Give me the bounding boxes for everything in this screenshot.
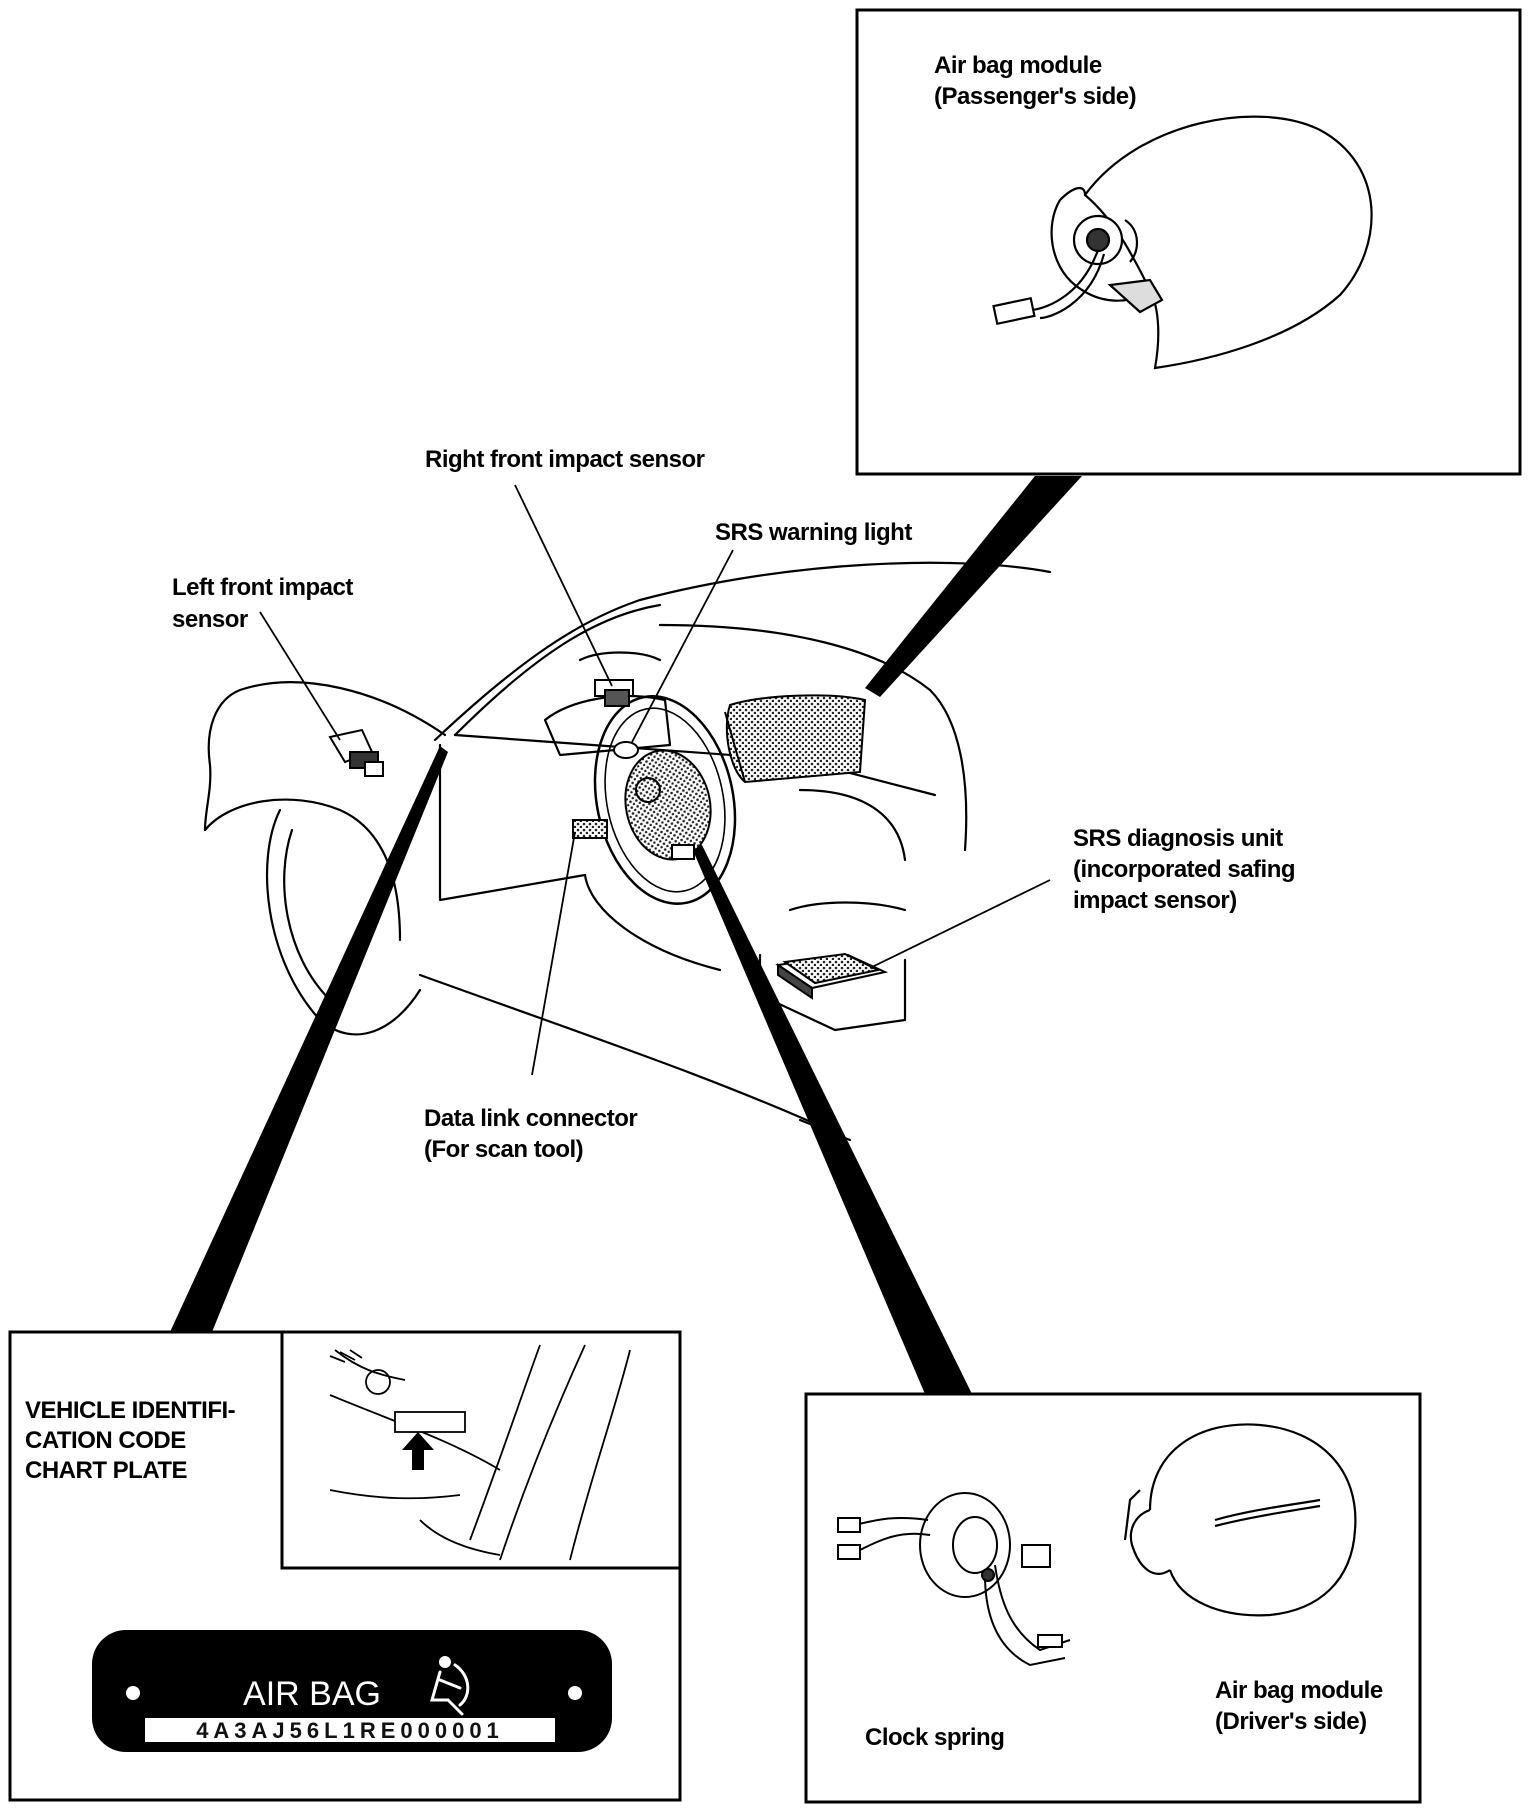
vin-location-drawing (329, 1344, 631, 1561)
label-srs-diagnosis-unit-line2: (incorporated safing (1073, 856, 1295, 883)
steering-wheel (593, 695, 737, 905)
label-vin-plate-line2: CATION CODE (25, 1427, 186, 1454)
label-srs-diagnosis-unit-line1: SRS diagnosis unit (1073, 825, 1283, 852)
callout-wedge-passenger (865, 476, 1082, 697)
srs-diagnosis-unit (775, 952, 889, 1000)
passenger-airbag-on-dash (724, 694, 867, 784)
callout-wedge-driver (692, 845, 972, 1394)
label-driver-airbag-line2: (Driver's side) (1215, 1708, 1367, 1735)
label-left-front-impact-sensor-line2: sensor (172, 606, 248, 633)
label-vin-plate-line1: VEHICLE IDENTIFI- (25, 1397, 236, 1424)
vin-plate-badge: AIR BAG 4A3AJ56L1RE000001 (92, 1630, 612, 1752)
clock-spring-drawing (837, 1492, 1071, 1667)
label-srs-diagnosis-unit-line3: impact sensor) (1073, 887, 1237, 914)
label-driver-airbag-line1: Air bag module (1215, 1677, 1383, 1704)
label-passenger-airbag-line2: (Passenger's side) (934, 83, 1136, 110)
label-vin-plate-line3: CHART PLATE (25, 1457, 188, 1484)
label-passenger-airbag-line1: Air bag module (934, 52, 1102, 79)
car-body-outline (203, 561, 1052, 1142)
right-front-impact-sensor (594, 679, 634, 707)
srs-warning-light (613, 741, 639, 759)
label-data-link-connector-line2: (For scan tool) (424, 1136, 583, 1163)
left-front-impact-sensor (328, 728, 384, 777)
inset-vin-location (280, 1330, 682, 1570)
airbag-person-icon (430, 1656, 470, 1716)
label-left-front-impact-sensor-line1: Left front impact (172, 574, 353, 601)
diagram-labels: Air bag module (Passenger's side) Right … (25, 52, 1383, 1751)
label-right-front-impact-sensor: Right front impact sensor (425, 446, 705, 473)
plate-title: AIR BAG (243, 1675, 381, 1713)
label-srs-warning-light: SRS warning light (715, 519, 912, 546)
inset-driver-airbag (804, 1392, 1422, 1804)
data-link-connector (572, 819, 608, 839)
plate-code: 4A3AJ56L1RE000001 (196, 1718, 504, 1743)
label-data-link-connector-line1: Data link connector (424, 1105, 637, 1132)
callout-wedge-vin (170, 746, 448, 1332)
passenger-airbag-module-drawing (992, 115, 1373, 370)
driver-airbag-module-drawing (1123, 1423, 1357, 1617)
label-clock-spring: Clock spring (865, 1724, 1004, 1751)
inset-passenger-airbag (855, 8, 1522, 476)
